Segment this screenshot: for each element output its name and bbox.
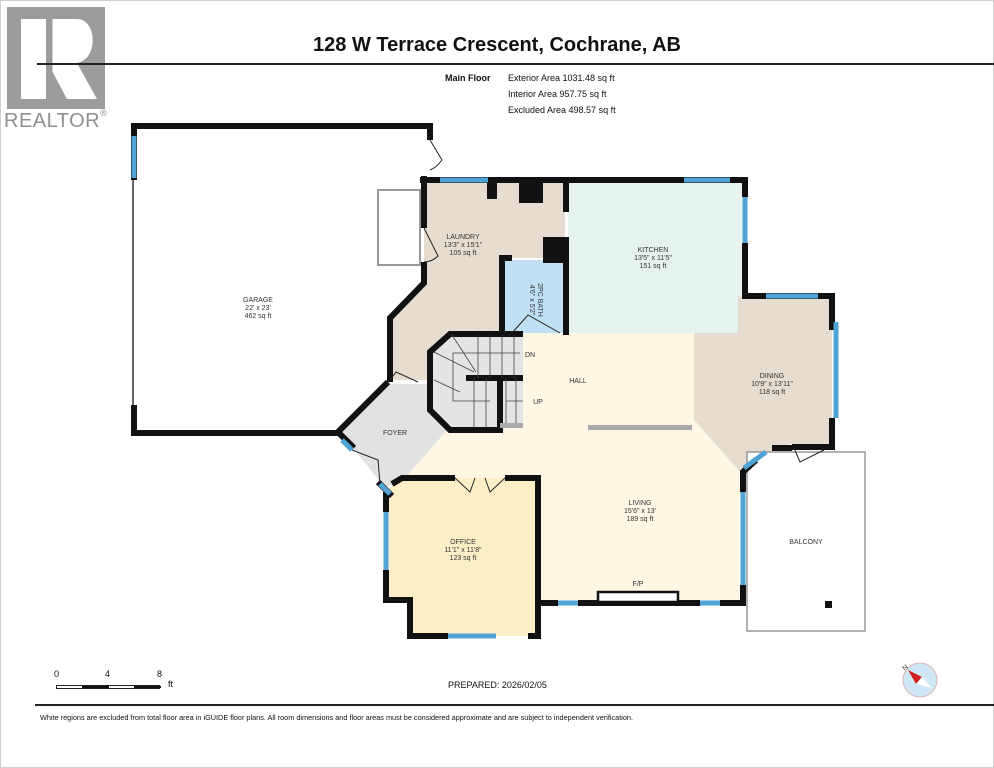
laundry-area — [390, 183, 565, 380]
living-label: LIVING — [629, 500, 652, 507]
realtor-logo — [7, 7, 105, 109]
hall-living-area — [405, 333, 740, 600]
garage-dims: 22' x 23' — [245, 305, 271, 312]
room-labels: GARAGE 22' x 23' 462 sq ft LAUNDRY 13'3"… — [243, 234, 823, 588]
scale-tick-8: 8 — [157, 669, 163, 679]
laundry-dims: 13'3" x 15'1" — [444, 242, 483, 249]
disclaimer-text: White regions are excluded from total fl… — [40, 713, 633, 722]
scale-tick-0: 0 — [54, 669, 60, 679]
dining-area-text: 118 sq ft — [759, 389, 785, 396]
garage-label: GARAGE — [243, 297, 273, 304]
living-dims: 15'6" x 13' — [624, 508, 656, 515]
foyer-area — [340, 384, 447, 488]
living-area-text: 189 sq ft — [627, 516, 654, 523]
bath-label: 2PC BATH — [536, 283, 543, 317]
dining-label: DINING — [760, 373, 785, 380]
stairs-area — [430, 335, 523, 428]
stairs-down-label: DN — [525, 352, 535, 359]
stair-treads — [433, 334, 523, 428]
office-label: OFFICE — [450, 539, 476, 546]
bath-area — [504, 260, 563, 333]
page-title: 128 W Terrace Crescent, Cochrane, AB — [313, 34, 681, 56]
balcony-area — [746, 451, 866, 632]
laundry-area-text: 105 sq ft — [450, 250, 477, 257]
excluded-area: Excluded Area 498.57 sq ft — [508, 105, 616, 115]
bath-dims: 4'6" x 5'2" — [528, 285, 535, 316]
exterior-area: Exterior Area 1031.48 sq ft — [508, 73, 615, 83]
interior-area: Interior Area 957.75 sq ft — [508, 89, 607, 99]
scale-bar: 0 4 8 ft — [54, 669, 196, 693]
kitchen-area — [568, 183, 742, 333]
room-fills — [340, 183, 866, 636]
kitchen-dims: 13'5" x 11'5" — [634, 255, 672, 262]
stairs-up-label: UP — [533, 399, 543, 406]
realtor-r-icon — [21, 19, 97, 99]
footer-divider — [35, 704, 994, 706]
foyer-label: FOYER — [383, 430, 407, 437]
kitchen-label: KITCHEN — [638, 247, 669, 254]
scale-tick-4: 4 — [105, 669, 111, 679]
scale-unit: ft — [168, 679, 174, 689]
windows — [131, 136, 839, 639]
hall-label: HALL — [569, 378, 587, 385]
office-area — [386, 478, 538, 636]
prepared-date: PREPARED: 2026/02/05 — [448, 680, 547, 690]
fireplace-label: F/P — [633, 581, 644, 588]
title-divider — [37, 63, 994, 65]
compass-north-label: N — [902, 664, 910, 673]
dining-area — [694, 296, 832, 472]
balcony-label: BALCONY — [789, 539, 823, 546]
office-dims: 11'1" x 11'8" — [444, 547, 482, 554]
realtor-wordmark: REALTOR® — [4, 108, 108, 132]
floor-label: Main Floor — [445, 73, 491, 83]
compass-icon: N — [902, 662, 938, 698]
laundry-label: LAUNDRY — [446, 234, 480, 241]
office-area-text: 123 sq ft — [450, 555, 477, 562]
doors — [351, 139, 825, 493]
dining-dims: 10'9" x 13'11" — [751, 381, 793, 388]
garage-area: 462 sq ft — [245, 313, 272, 320]
kitchen-area-text: 151 sq ft — [640, 263, 667, 270]
garage-nook — [377, 189, 421, 266]
balcony-post — [825, 601, 832, 608]
